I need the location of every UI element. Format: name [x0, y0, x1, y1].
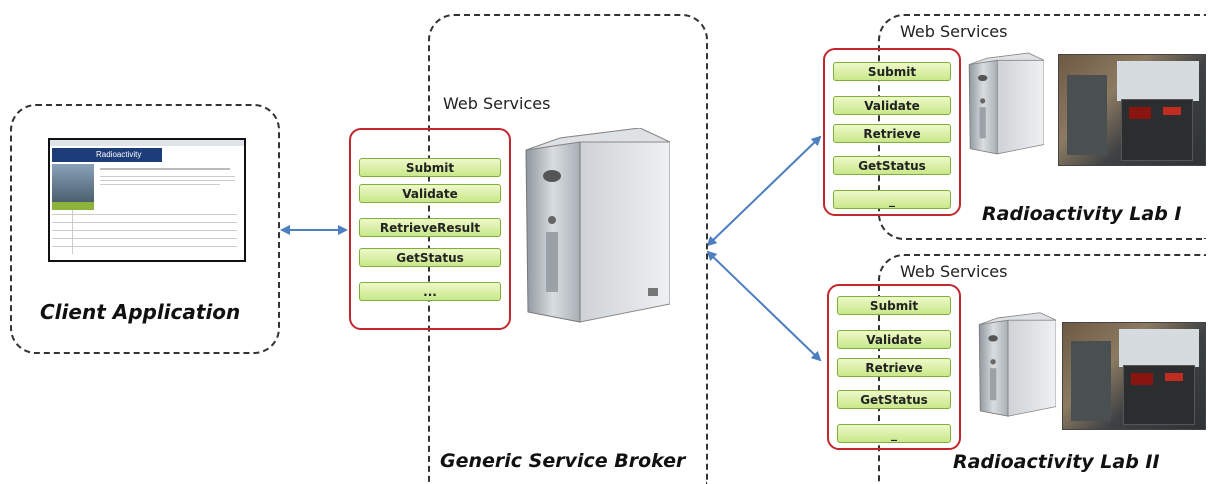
broker-lab1-arrow	[706, 135, 822, 247]
more-operations: ...	[359, 282, 501, 301]
lab1-more-operations: _	[833, 190, 951, 209]
lab1-web-services-label: Web Services	[900, 22, 1008, 41]
lab1-label: Radioactivity Lab I	[982, 203, 1182, 225]
lab1-equipment-photo	[1058, 54, 1206, 166]
lab1-validate-operation: Validate	[833, 96, 951, 115]
lab2-web-services-panel: Submit Validate Retrieve GetStatus _	[827, 284, 961, 450]
lab2-submit-operation: Submit	[837, 296, 951, 315]
get-status-operation: GetStatus	[359, 248, 501, 267]
lab2-more-operations: _	[837, 424, 951, 443]
lab1-server-icon	[968, 52, 1044, 155]
lab1-retrieve-operation: Retrieve	[833, 124, 951, 143]
lab2-label: Radioactivity Lab II	[953, 451, 1160, 473]
retrieve-result-operation: RetrieveResult	[359, 218, 501, 237]
broker-web-services-panel: Submit Validate RetrieveResult GetStatus…	[349, 128, 511, 330]
validate-operation: Validate	[359, 184, 501, 203]
broker-web-services-label: Web Services	[443, 94, 551, 113]
lab2-equipment-photo	[1062, 322, 1206, 430]
lab2-server-icon	[978, 312, 1056, 417]
client-application-label: Client Application	[40, 300, 241, 324]
lab1-submit-operation: Submit	[833, 62, 951, 81]
client-screenshot-thumbnail: Radioactivity	[48, 138, 246, 262]
service-broker-label: Generic Service Broker	[440, 450, 686, 472]
submit-operation: Submit	[359, 158, 501, 177]
broker-lab2-arrow	[706, 250, 822, 362]
thumbnail-header-text: Radioactivity	[96, 150, 142, 159]
lab1-web-services-panel: Submit Validate Retrieve GetStatus _	[823, 48, 961, 216]
lab1-get-status-operation: GetStatus	[833, 156, 951, 175]
lab2-retrieve-operation: Retrieve	[837, 358, 951, 377]
lab2-validate-operation: Validate	[837, 330, 951, 349]
client-application-box: Radioactivity Client Application	[10, 104, 280, 354]
broker-server-icon	[525, 128, 670, 323]
lab2-web-services-label: Web Services	[900, 262, 1008, 281]
lab2-get-status-operation: GetStatus	[837, 390, 951, 409]
